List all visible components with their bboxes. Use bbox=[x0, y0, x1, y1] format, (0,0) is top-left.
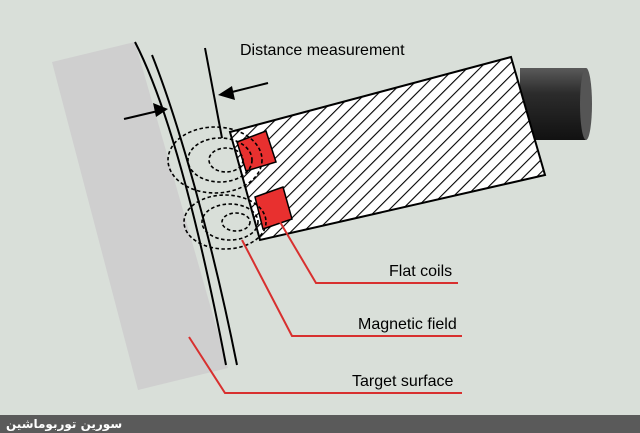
label-flat-coils: Flat coils bbox=[389, 263, 452, 280]
leader-target-surface bbox=[188, 336, 462, 394]
watermark-text: سورین توربوماشین bbox=[6, 417, 123, 431]
target-surface-line bbox=[134, 41, 227, 366]
label-distance-measurement: Distance measurement bbox=[240, 42, 405, 59]
watermark-bar: سورین توربوماشین bbox=[0, 415, 640, 433]
target-block bbox=[52, 42, 228, 390]
distance-arrow-left bbox=[123, 103, 168, 120]
flat-coil-lower bbox=[254, 186, 293, 230]
cable-end bbox=[580, 68, 592, 140]
eddy-current-sensor-diagram: Distance measurement Flat coils Magnetic… bbox=[52, 41, 592, 394]
leader-magnetic-field bbox=[241, 239, 462, 337]
leader-flat-coils bbox=[279, 221, 458, 284]
label-magnetic-field: Magnetic field bbox=[358, 316, 457, 333]
label-target-surface: Target surface bbox=[352, 373, 453, 390]
distance-reference-line bbox=[204, 47, 223, 139]
magnetic-field-upper bbox=[167, 126, 263, 194]
distance-arrow-right bbox=[218, 82, 269, 100]
reference-line-sensor bbox=[151, 54, 238, 366]
sensor-body bbox=[228, 55, 547, 242]
magnetic-field-lower bbox=[183, 194, 267, 250]
